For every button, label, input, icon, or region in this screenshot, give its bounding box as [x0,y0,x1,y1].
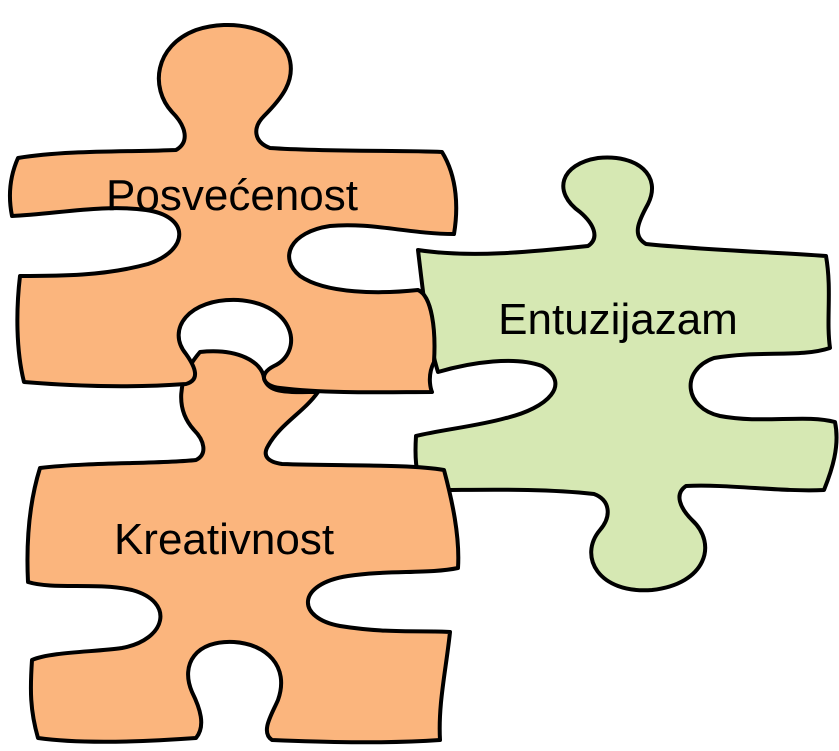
label-entuzijazam: Entuzijazam [498,295,738,344]
puzzle-piece-entuzijazam: Entuzijazam [413,155,839,593]
label-posvecenost: Posvećenost [106,171,358,220]
puzzle-piece-kreativnost: Kreativnost [25,349,461,745]
puzzle-piece-kreativnost-shape [25,349,461,745]
label-kreativnost: Kreativnost [114,515,334,564]
puzzle-piece-posvecenost-shape [8,22,459,395]
puzzle-piece-posvecenost: Posvećenost [8,22,459,395]
puzzle-piece-entuzijazam-shape [413,155,839,593]
